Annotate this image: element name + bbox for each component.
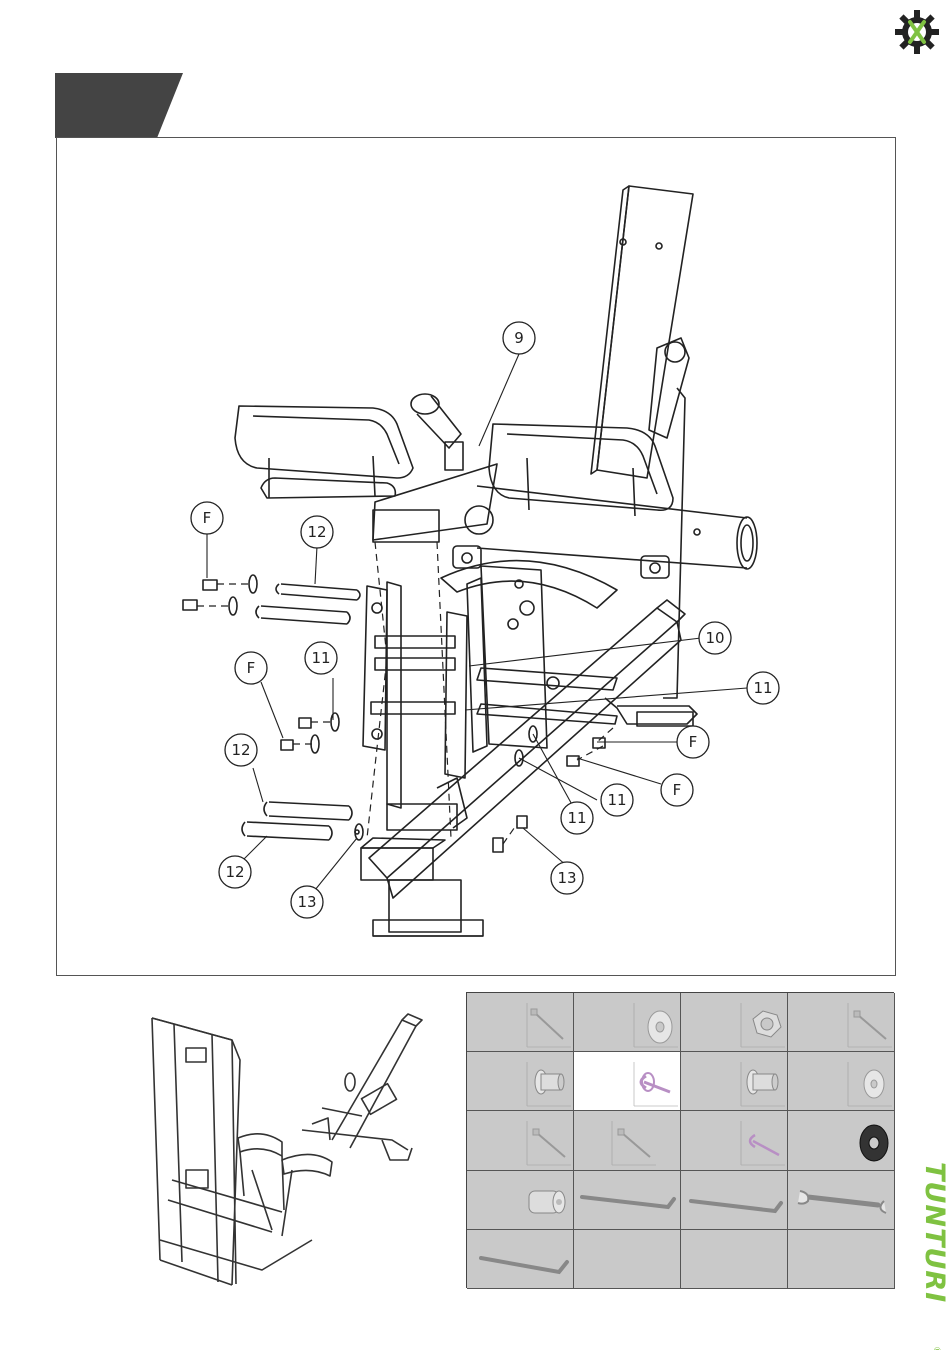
callout-12: 12 [231, 741, 250, 759]
callout-12: 12 [225, 863, 244, 881]
part-long-bolt [574, 1111, 681, 1170]
callout-f: F [673, 781, 682, 799]
part-long-bolt [467, 993, 574, 1052]
callout-12: 12 [307, 523, 326, 541]
callout-11: 11 [311, 649, 330, 667]
part-allen-key [467, 1230, 574, 1289]
part-washer [788, 1052, 895, 1111]
part-long-bolt [788, 993, 895, 1052]
callout-f: F [203, 509, 212, 527]
part-open-wrench [788, 1171, 895, 1230]
part-black-washer [788, 1111, 895, 1170]
empty-cell [788, 1230, 895, 1289]
callout-f: F [247, 659, 256, 677]
callout-13: 13 [297, 893, 316, 911]
part-quick-pin [681, 1111, 788, 1170]
part-long-bolt [467, 1111, 574, 1170]
gear-wrench-icon [893, 8, 941, 56]
callout-10: 10 [705, 629, 724, 647]
part-allen-key [574, 1171, 681, 1230]
callout-11: 11 [753, 679, 772, 697]
hardware-parts-grid [466, 992, 894, 1288]
part-washer [574, 993, 681, 1052]
assembled-machine-thumbnail [132, 1000, 432, 1300]
svg-text:®: ® [931, 1346, 941, 1350]
part-shoulder-bolt [467, 1052, 574, 1111]
callout-13: 13 [557, 869, 576, 887]
callout-9: 9 [514, 329, 524, 347]
part-nyloc-nut [681, 993, 788, 1052]
exploded-view-drawing: 9 F 12 F 11 10 11 F F 11 11 12 12 13 13 [57, 138, 896, 976]
svg-text:TUNTURI: TUNTURI [919, 1162, 948, 1303]
part-allen-key [681, 1171, 788, 1230]
callout-11: 11 [567, 809, 586, 827]
callout-11: 11 [607, 791, 626, 809]
step-tab [55, 73, 183, 138]
empty-cell [574, 1230, 681, 1289]
assembly-diagram: 9 F 12 F 11 10 11 F F 11 11 12 12 13 13 [56, 137, 896, 976]
part-shoulder-bolt [681, 1052, 788, 1111]
part-barrel-nut [467, 1171, 574, 1230]
part-quick-pin-highlighted [574, 1052, 681, 1111]
callout-f: F [689, 733, 698, 751]
empty-cell [681, 1230, 788, 1289]
tunturi-logo: TUNTURI ® [918, 1160, 948, 1350]
